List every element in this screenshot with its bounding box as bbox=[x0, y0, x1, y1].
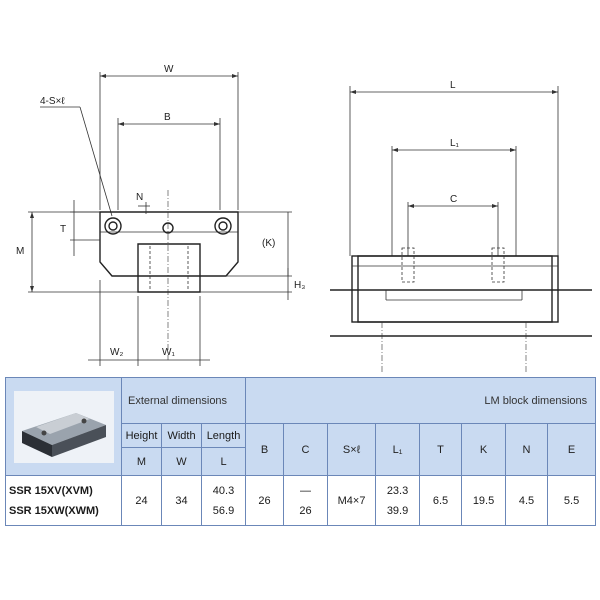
symbol-W: W bbox=[161, 447, 202, 476]
dim-C: C bbox=[450, 194, 457, 205]
value-T: 6.5 bbox=[419, 475, 463, 526]
side-view: L L₁ C bbox=[330, 80, 592, 372]
dim-L: L bbox=[450, 80, 456, 91]
value-C: — 26 bbox=[283, 475, 329, 526]
symbol-S: S×ℓ bbox=[327, 423, 377, 476]
value-L1: 23.3 39.9 bbox=[375, 475, 421, 526]
value-L: 40.3 56.9 bbox=[200, 475, 247, 526]
symbol-C: C bbox=[283, 423, 329, 476]
dim-N: N bbox=[136, 192, 143, 203]
dimension-table: External dimensions LM block dimensions … bbox=[5, 377, 597, 526]
value-B: 26 bbox=[245, 475, 285, 526]
value-L-xw: 56.9 bbox=[212, 504, 235, 517]
symbol-L1: L₁ bbox=[375, 423, 421, 476]
product-photo bbox=[13, 390, 114, 463]
symbol-E: E bbox=[547, 423, 597, 476]
height-label: Height bbox=[121, 423, 162, 448]
dim-W2: W₂ bbox=[110, 347, 123, 358]
value-W: 34 bbox=[161, 475, 202, 526]
dim-W1: W₁ bbox=[162, 347, 175, 358]
symbol-B: B bbox=[245, 423, 285, 476]
linear-block-image bbox=[21, 412, 106, 457]
dim-K: (K) bbox=[262, 238, 275, 249]
value-M: 24 bbox=[121, 475, 162, 526]
dim-M: M bbox=[16, 246, 24, 257]
dim-H3: H₃ bbox=[294, 280, 305, 291]
symbol-K: K bbox=[461, 423, 507, 476]
value-C-xv: — bbox=[300, 484, 312, 497]
hole-spec-label: 4-S×ℓ bbox=[40, 96, 65, 107]
dim-W: W bbox=[164, 64, 174, 75]
value-L1-xw: 39.9 bbox=[386, 504, 409, 517]
model-cell: SSR 15XV(XVM) SSR 15XW(XWM) bbox=[5, 475, 122, 526]
value-L1-xv: 23.3 bbox=[386, 484, 409, 497]
value-S: M4×7 bbox=[327, 475, 377, 526]
value-L-xv: 40.3 bbox=[212, 484, 235, 497]
external-dimensions-header: External dimensions bbox=[120, 377, 247, 424]
value-N: 4.5 bbox=[505, 475, 549, 526]
dim-T: T bbox=[60, 224, 66, 235]
value-C-xw: 26 bbox=[299, 504, 312, 517]
lm-block-dimensions-header: LM block dimensions bbox=[245, 377, 597, 424]
model-xw: SSR 15XW(XWM) bbox=[9, 504, 99, 517]
dim-L1: L₁ bbox=[450, 138, 460, 149]
symbol-M: M bbox=[121, 447, 162, 476]
symbol-T: T bbox=[419, 423, 463, 476]
front-view: W B 4-S×ℓ N T bbox=[16, 64, 305, 366]
length-label: Length bbox=[200, 423, 247, 448]
dim-B: B bbox=[164, 112, 171, 123]
technical-drawing: W B 4-S×ℓ N T bbox=[16, 64, 592, 372]
width-label: Width bbox=[161, 423, 202, 448]
model-xv: SSR 15XV(XVM) bbox=[9, 484, 93, 497]
symbol-L: L bbox=[200, 447, 247, 476]
value-K: 19.5 bbox=[461, 475, 507, 526]
symbol-N: N bbox=[505, 423, 549, 476]
product-photo-cell bbox=[5, 377, 122, 476]
value-E: 5.5 bbox=[547, 475, 597, 526]
